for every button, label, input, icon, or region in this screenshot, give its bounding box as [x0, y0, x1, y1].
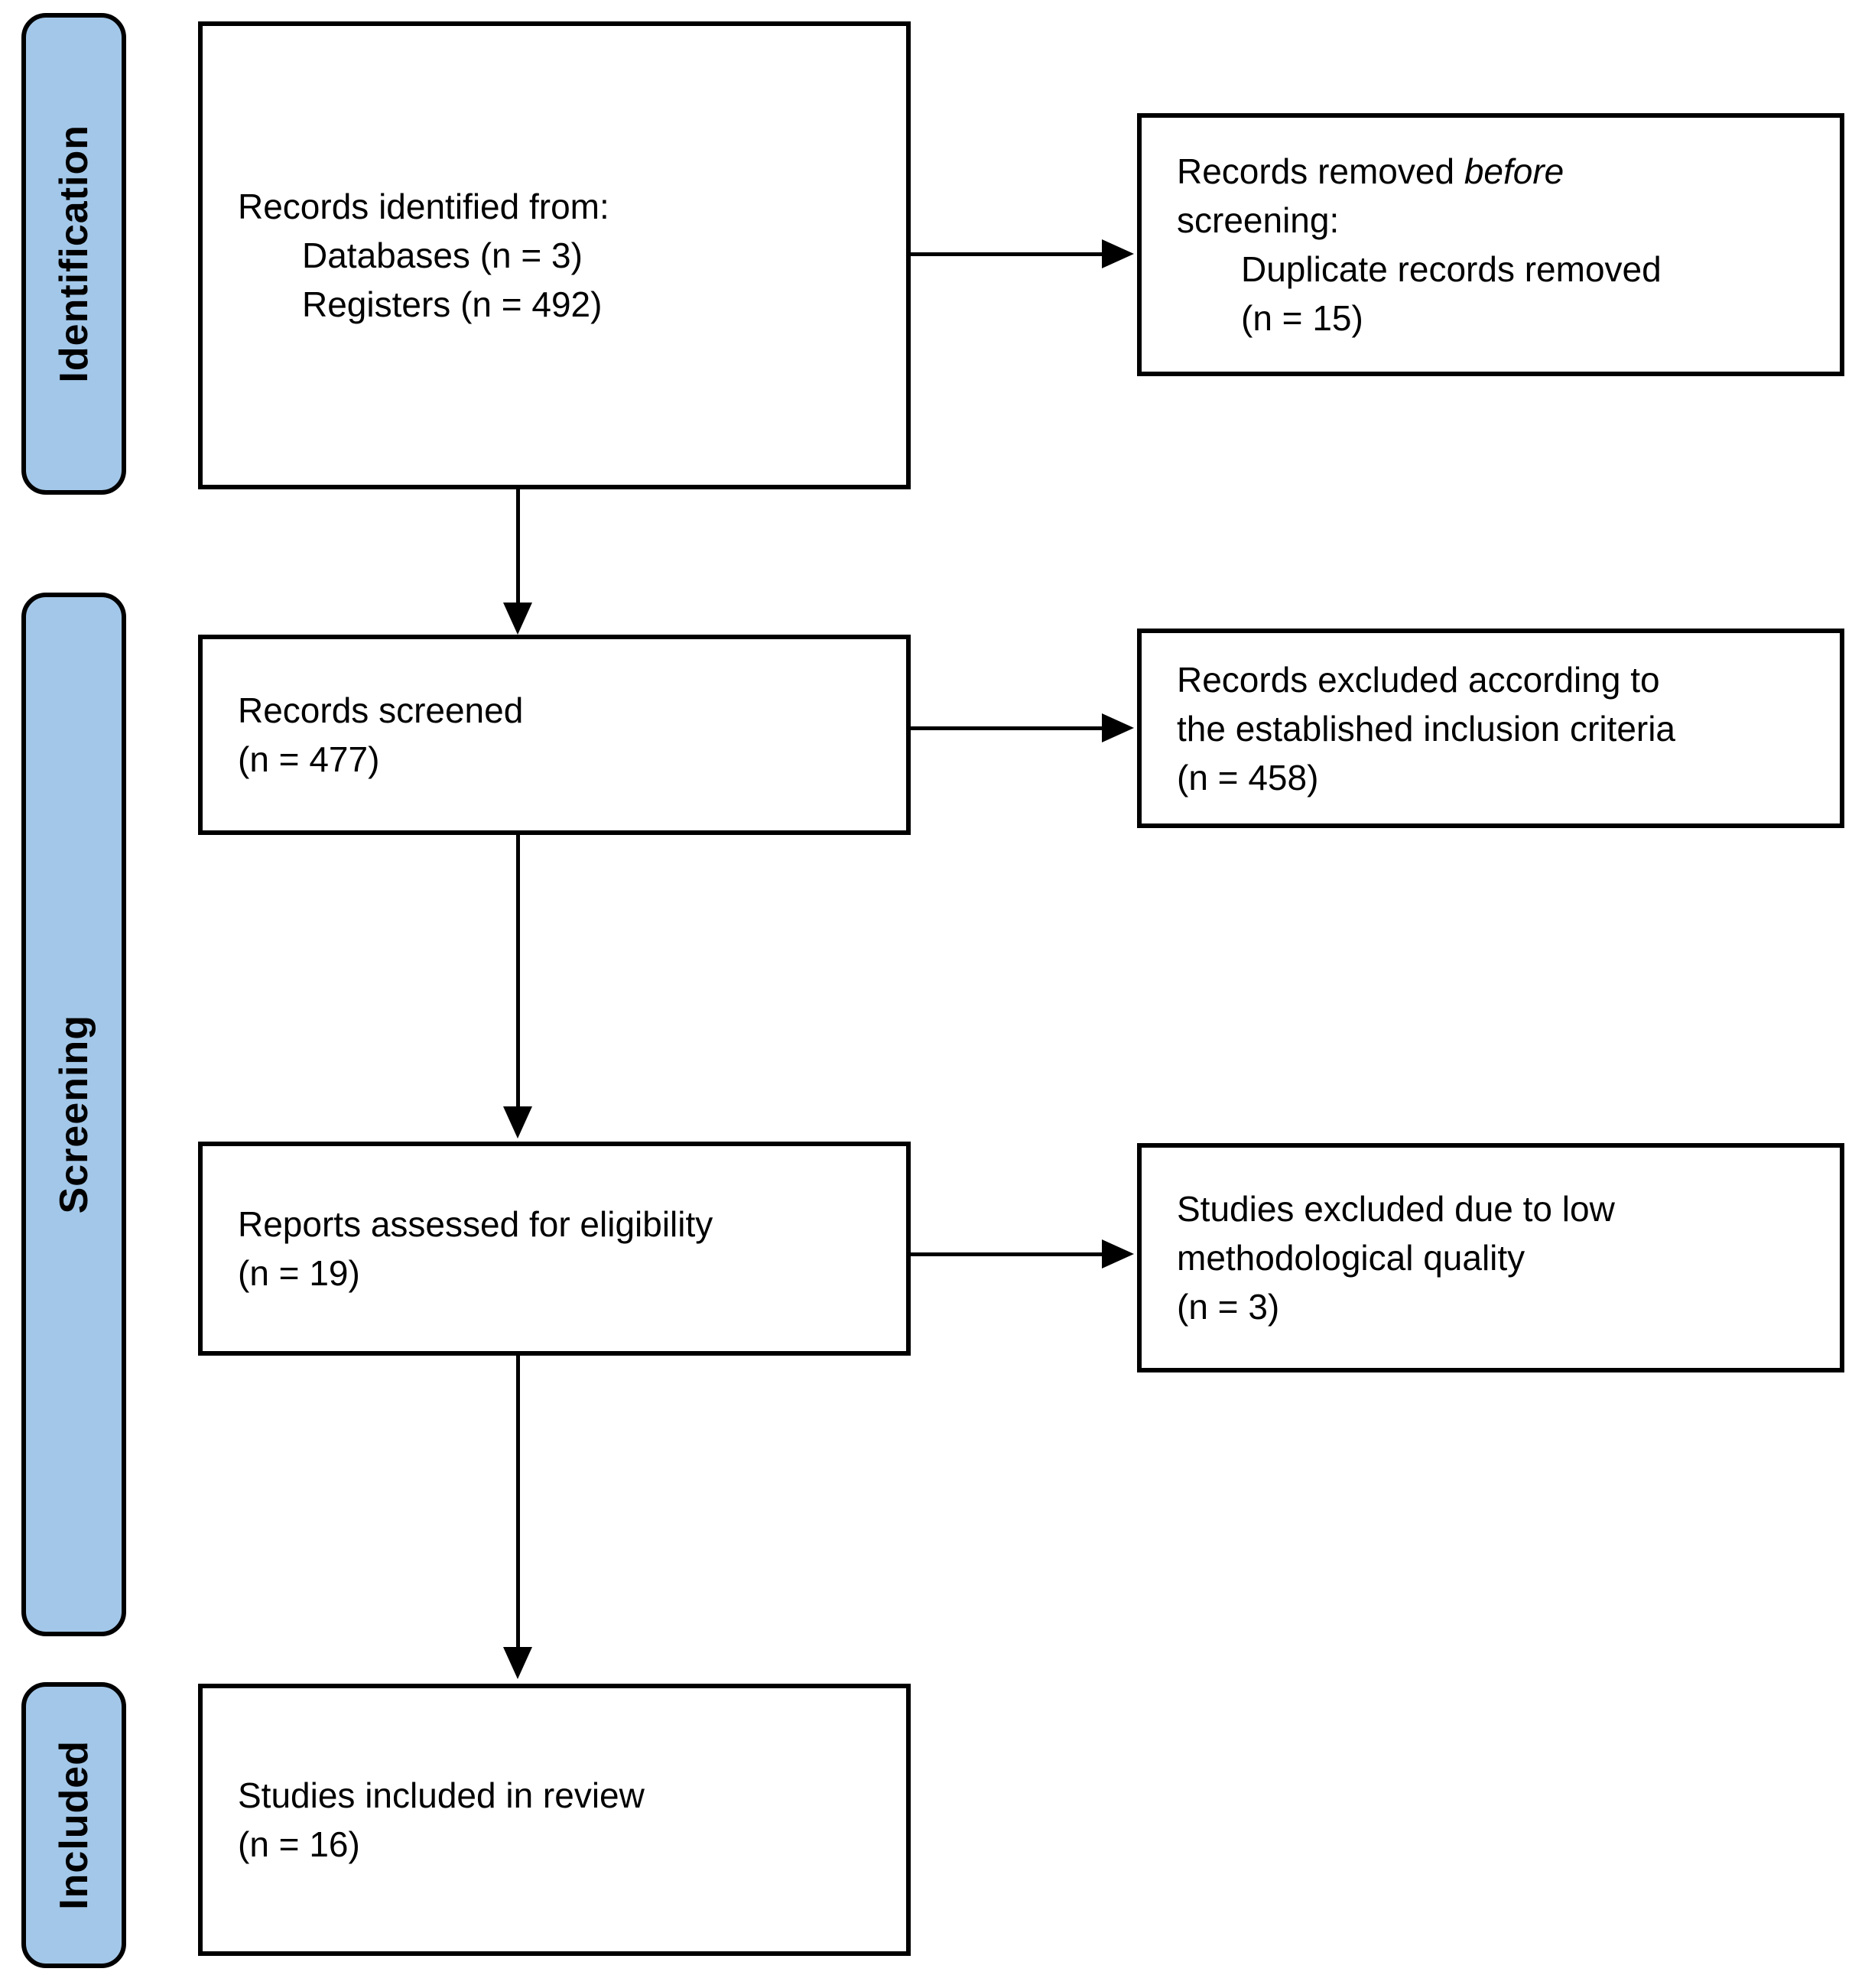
studies-included-title: Studies included in review [238, 1775, 645, 1815]
stage-label-identification: Identification [51, 125, 96, 383]
studies-included-count: (n = 16) [238, 1824, 360, 1864]
reports-assessed-count: (n = 19) [238, 1253, 360, 1293]
stage-label-screening: Screening [51, 1015, 96, 1214]
studies-excluded-line2: methodological quality [1177, 1238, 1525, 1278]
arrow-identified-to-screened-line [516, 489, 520, 604]
records-excluded-line1: Records excluded according to [1177, 659, 1660, 700]
studies-excluded-count: (n = 3) [1177, 1287, 1280, 1327]
records-excluded-line2: the established inclusion criteria [1177, 708, 1676, 749]
records-removed-title-text: Records removed [1177, 151, 1464, 191]
box-studies-excluded: Studies excluded due to low methodologic… [1137, 1143, 1844, 1372]
arrow-assessed-to-excluded-line [911, 1252, 1103, 1256]
records-identified-databases: Databases (n = 3) [302, 236, 583, 275]
arrow-screened-to-assessed-line [516, 835, 520, 1108]
box-records-screened: Records screened (n = 477) [198, 635, 911, 835]
records-screened-title: Records screened [238, 690, 524, 730]
box-records-identified: Records identified from: Databases (n = … [198, 21, 911, 489]
stage-label-included: Included [51, 1740, 96, 1910]
records-screened-count: (n = 477) [238, 739, 380, 779]
records-removed-title-emphasis: before [1464, 151, 1564, 191]
box-records-removed: Records removed before screening: Duplic… [1137, 113, 1844, 376]
stage-pill-identification: Identification [21, 13, 126, 495]
arrow-assessed-to-excluded-head [1102, 1239, 1134, 1268]
records-identified-registers: Registers (n = 492) [302, 284, 603, 324]
arrow-identified-to-removed-head [1102, 239, 1134, 268]
duplicate-records-removed-count: (n = 15) [1241, 298, 1363, 338]
records-identified-title: Records identified from: [238, 187, 609, 226]
duplicate-records-removed: Duplicate records removed [1241, 249, 1662, 289]
arrow-identified-to-screened-head [503, 603, 532, 635]
box-studies-included: Studies included in review (n = 16) [198, 1684, 911, 1956]
records-removed-title-continued: screening: [1177, 200, 1340, 240]
reports-assessed-title: Reports assessed for eligibility [238, 1204, 713, 1244]
arrow-assessed-to-included-head [503, 1647, 532, 1679]
arrow-assessed-to-included-line [516, 1356, 520, 1649]
arrow-identified-to-removed-line [911, 252, 1103, 256]
studies-excluded-line1: Studies excluded due to low [1177, 1189, 1615, 1229]
box-records-excluded: Records excluded according to the establ… [1137, 629, 1844, 828]
records-removed-title: Records removed before [1177, 147, 1826, 196]
arrow-screened-to-excluded-head [1102, 713, 1134, 742]
stage-pill-screening: Screening [21, 593, 126, 1636]
arrow-screened-to-excluded-line [911, 726, 1103, 730]
arrow-screened-to-assessed-head [503, 1106, 532, 1139]
records-excluded-count: (n = 458) [1177, 757, 1319, 797]
stage-pill-included: Included [21, 1682, 126, 1968]
box-reports-assessed: Reports assessed for eligibility (n = 19… [198, 1142, 911, 1356]
